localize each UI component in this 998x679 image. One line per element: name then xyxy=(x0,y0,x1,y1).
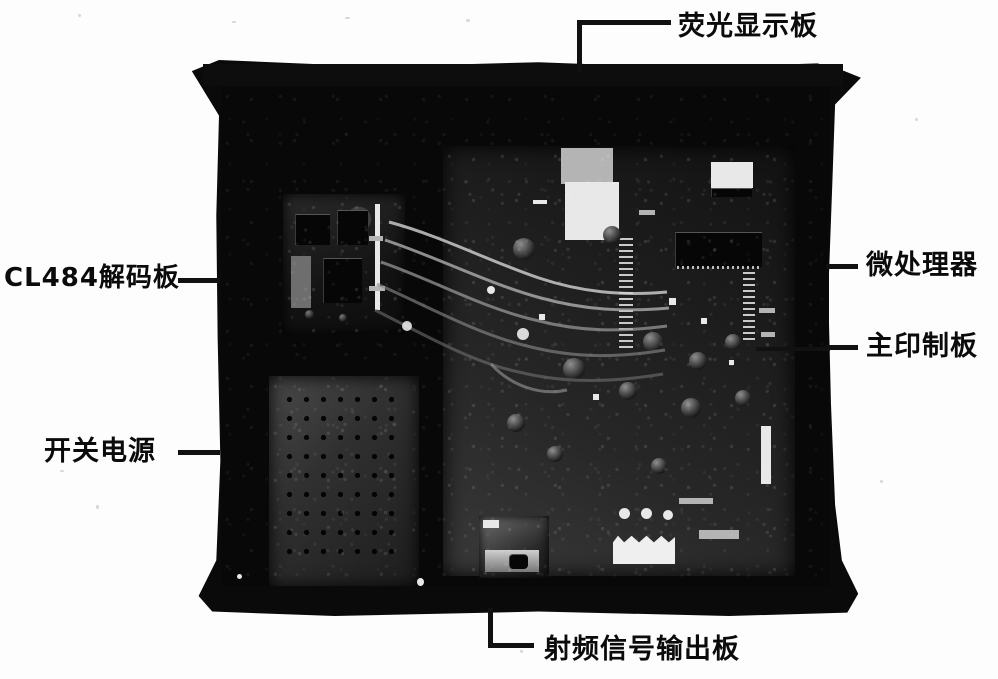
rf-jack xyxy=(509,554,528,569)
electrolytic-capacitor xyxy=(563,358,585,380)
smd-module-body xyxy=(711,188,752,197)
shield-can xyxy=(561,148,613,184)
scan-speckle xyxy=(520,650,523,653)
transistor xyxy=(641,508,652,519)
electrolytic-capacitor xyxy=(643,332,663,352)
electrolytic-capacitor xyxy=(507,414,525,432)
chassis-top-lip xyxy=(203,64,843,86)
electrolytic-capacitor xyxy=(681,398,701,418)
scan-speckle xyxy=(915,118,918,121)
ventilation-hole-grid xyxy=(281,390,401,568)
decoder-capacitor xyxy=(305,310,314,319)
leader-rf-output-horizontal xyxy=(488,643,534,648)
heatsink-strip xyxy=(761,426,771,484)
electrolytic-capacitor xyxy=(547,446,563,462)
solder-highlight xyxy=(539,314,545,320)
scan-speckle xyxy=(466,19,470,22)
decoder-ic xyxy=(295,214,330,245)
electrolytic-capacitor xyxy=(603,226,621,244)
transistor xyxy=(619,508,630,519)
chassis-photo xyxy=(185,60,865,616)
leader-main-pcb xyxy=(826,345,858,350)
chassis-screw xyxy=(417,578,424,586)
microprocessor-pins xyxy=(677,266,759,269)
decoder-ic xyxy=(323,258,362,303)
scan-speckle xyxy=(60,470,64,472)
smd-module xyxy=(711,162,753,188)
leader-cl484-decoder xyxy=(178,278,220,283)
callout-label-fluorescent-display-board: 荧光显示板 xyxy=(678,11,818,42)
solder-highlight xyxy=(669,298,676,305)
decoder-solder-pad xyxy=(375,204,380,310)
scan-speckle xyxy=(880,480,883,483)
electrolytic-capacitor xyxy=(513,238,535,260)
callout-label-microprocessor: 微处理器 xyxy=(866,250,978,281)
label-sticker xyxy=(699,530,739,539)
leader-fluorescent-display-horizontal xyxy=(577,20,671,25)
component-pin-bank xyxy=(619,238,633,350)
marking-stripe xyxy=(679,498,713,504)
solder-highlight xyxy=(487,286,495,294)
callout-label-rf-signal-output-board: 射频信号输出板 xyxy=(544,634,740,665)
decoder-solder-pad xyxy=(369,286,385,291)
scan-speckle xyxy=(96,505,99,509)
microprocessor-ic xyxy=(675,232,762,267)
leader-switching-power-supply xyxy=(178,450,220,455)
leader-rf-output-vertical xyxy=(488,608,493,648)
resistor xyxy=(759,308,775,313)
electrolytic-capacitor xyxy=(725,334,741,350)
solder-highlight xyxy=(593,394,599,400)
callout-label-main-printed-circuit-board: 主印制板 xyxy=(866,331,978,362)
electrolytic-capacitor xyxy=(735,390,751,406)
electrolytic-capacitor xyxy=(651,458,667,474)
switching-power-supply-region xyxy=(269,376,419,586)
rf-signal-output-board-region xyxy=(479,516,549,578)
chassis-screw xyxy=(237,574,242,579)
solder-highlight xyxy=(729,360,734,365)
decoder-solder-pad xyxy=(369,236,383,241)
decoder-connector xyxy=(291,256,311,308)
electrolytic-capacitor xyxy=(689,352,707,370)
resistor xyxy=(639,210,655,215)
cl484-decoder-board-region xyxy=(283,194,405,334)
callout-label-switching-power-supply: 开关电源 xyxy=(44,436,156,467)
leader-main-pcb-inner xyxy=(756,347,830,351)
decoder-capacitor xyxy=(339,314,347,322)
leader-fluorescent-display-vertical xyxy=(577,20,582,72)
solder-highlight xyxy=(701,318,707,324)
scan-speckle xyxy=(78,14,81,17)
electrolytic-capacitor xyxy=(619,382,637,400)
leader-microprocessor xyxy=(826,264,858,269)
chassis-interior xyxy=(221,86,829,586)
scan-speckle xyxy=(345,17,350,19)
decoder-ic xyxy=(337,210,368,245)
callout-label-cl484-decoder-board: CL484解码板 xyxy=(4,263,180,293)
component-pin-bank xyxy=(743,272,755,342)
resistor xyxy=(761,332,775,337)
scan-speckle xyxy=(232,21,236,23)
transistor xyxy=(663,510,673,520)
marking-stripe xyxy=(533,200,547,204)
main-printed-circuit-board-region xyxy=(443,146,795,576)
rf-solder-highlight xyxy=(483,520,499,528)
